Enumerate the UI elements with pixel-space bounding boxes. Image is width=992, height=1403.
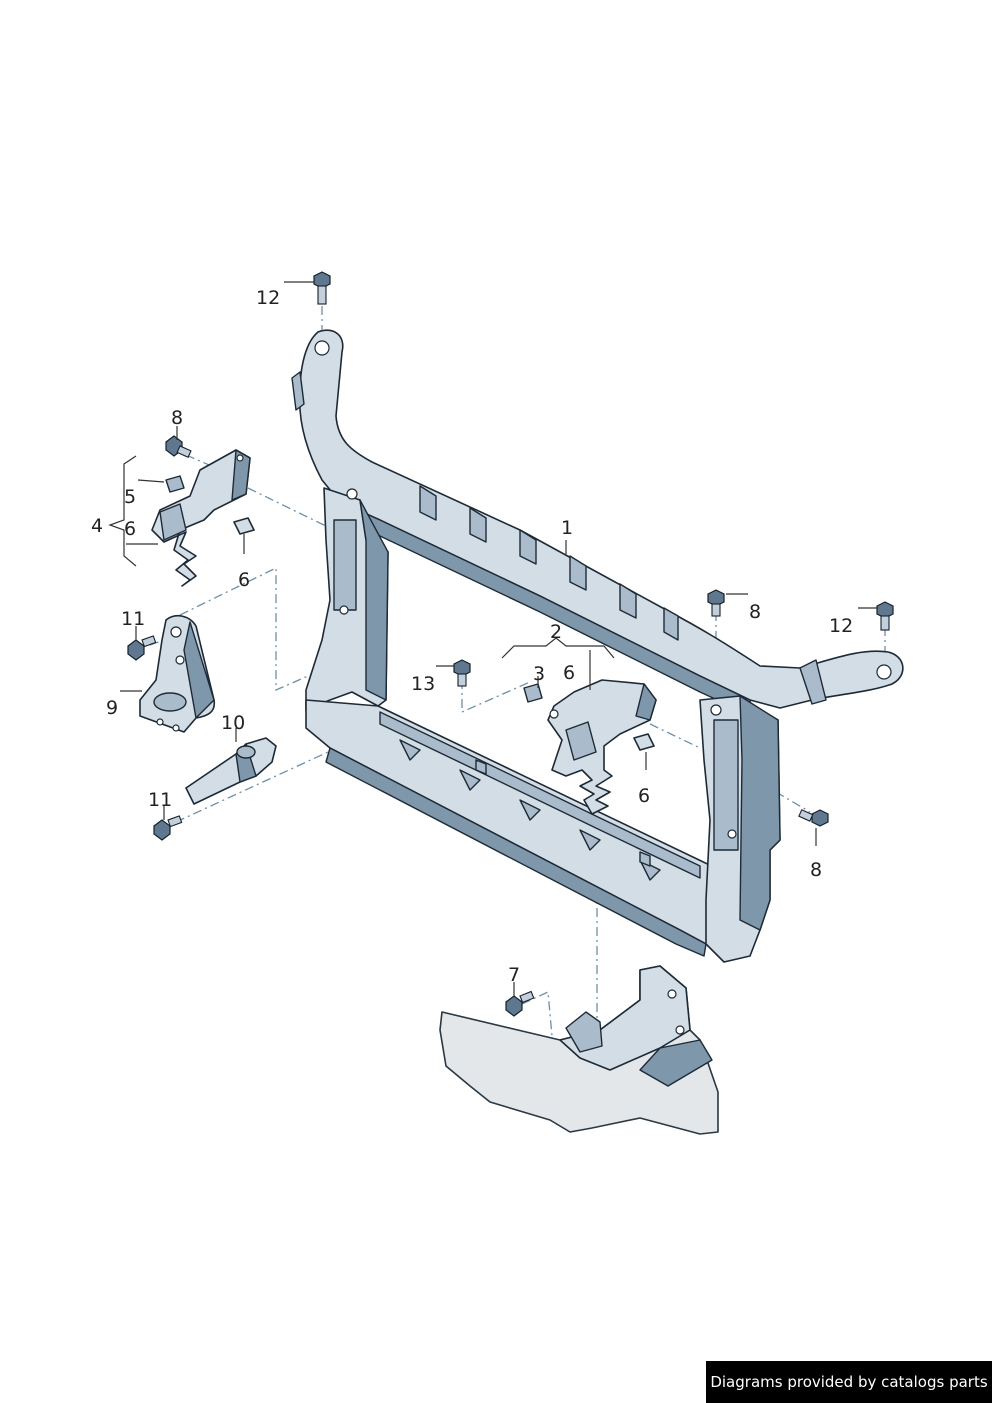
- credit-text: Diagrams provided by catalogs parts: [710, 1373, 988, 1391]
- callout-8-right-top: 8: [749, 601, 761, 623]
- callout-6-centre-clip: 6: [638, 785, 650, 807]
- callout-5: 5: [124, 486, 136, 508]
- air-guide-lower: [439, 965, 719, 1135]
- callout-labels: 12 1 8 5 4 6 6 8 12 11 2 3 6 13 9 10 6 1…: [91, 287, 853, 986]
- callout-7: 7: [508, 964, 520, 986]
- callout-12-right: 12: [829, 615, 853, 637]
- spring-clip-6-left: [233, 517, 255, 535]
- callout-4: 4: [91, 515, 103, 537]
- callout-10: 10: [221, 712, 245, 734]
- bolt-11-lower: [153, 815, 183, 841]
- bolt-8-left-top: [165, 435, 192, 459]
- callout-1: 1: [561, 517, 573, 539]
- callout-11-upper: 11: [121, 608, 145, 630]
- bolt-12-top-left: [313, 271, 331, 305]
- callout-9: 9: [106, 697, 118, 719]
- callout-6-left-bracket: 6: [124, 518, 136, 540]
- callout-12-top-left: 12: [256, 287, 280, 309]
- callout-6-left-clip: 6: [238, 569, 250, 591]
- bolt-12-right: [876, 601, 894, 631]
- catalog-credit-badge: Diagrams provided by catalogs parts: [706, 1361, 992, 1403]
- bolt-13: [453, 659, 471, 687]
- guide-pin-10: [185, 737, 277, 805]
- clip-nut-3: [523, 683, 543, 703]
- bolt-11-upper: [127, 635, 157, 661]
- bolt-7: [505, 990, 535, 1017]
- bracket-9: [139, 614, 216, 733]
- left-upper-bracket: [151, 449, 251, 587]
- callout-3: 3: [533, 663, 545, 685]
- callout-2: 2: [550, 621, 562, 643]
- callout-8-left: 8: [171, 407, 183, 429]
- bolt-8-right-top: [707, 589, 725, 617]
- callout-6-centre-bracket: 6: [563, 662, 575, 684]
- spring-clip-6-centre: [633, 733, 655, 751]
- lock-carrier-frame: [291, 329, 904, 963]
- leader-lines: [108, 281, 878, 996]
- callout-13: 13: [411, 673, 435, 695]
- callout-11-lower: 11: [148, 789, 172, 811]
- bolt-8-right-side: [798, 809, 829, 827]
- clip-nut-5: [165, 475, 185, 493]
- centre-bracket-2: [547, 679, 657, 815]
- callout-8-right-side: 8: [810, 859, 822, 881]
